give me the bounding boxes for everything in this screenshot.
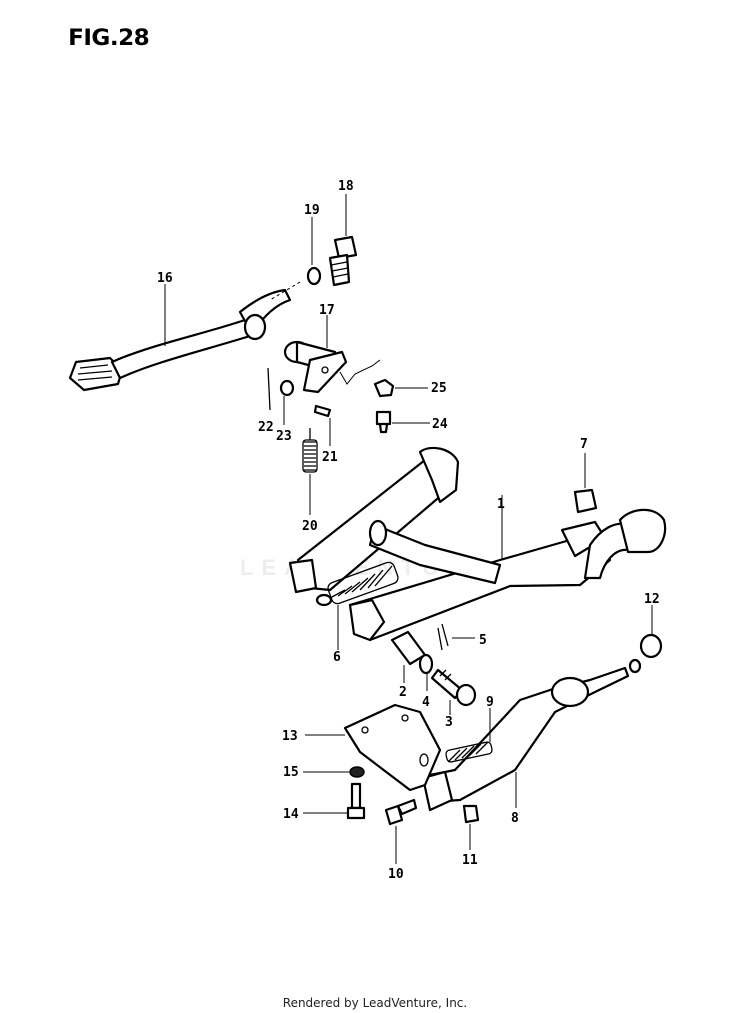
callout-5[interactable]: 5 xyxy=(479,633,487,648)
callout-10[interactable]: 10 xyxy=(388,867,404,882)
stopper-12[interactable] xyxy=(639,633,663,659)
callout-3[interactable]: 3 xyxy=(445,715,453,730)
callout-19[interactable]: 19 xyxy=(304,203,320,218)
bolt-18[interactable] xyxy=(328,235,358,287)
callout-18[interactable]: 18 xyxy=(338,179,354,194)
nut-11[interactable] xyxy=(462,804,480,824)
callout-21[interactable]: 21 xyxy=(322,450,338,465)
callout-2[interactable]: 2 xyxy=(399,685,407,700)
callout-9[interactable]: 9 xyxy=(486,695,494,710)
brake-pedal[interactable] xyxy=(68,288,292,392)
pin-21[interactable] xyxy=(313,404,332,418)
callout-14[interactable]: 14 xyxy=(283,807,299,822)
main-stand[interactable] xyxy=(288,446,667,642)
cotter-pin-22[interactable] xyxy=(267,367,271,411)
callout-15[interactable]: 15 xyxy=(283,765,299,780)
bracket-13[interactable] xyxy=(343,703,442,792)
callout-22[interactable]: 22 xyxy=(258,420,274,435)
figure-title: FIG.28 xyxy=(68,26,150,51)
callout-8[interactable]: 8 xyxy=(511,811,519,826)
callout-17[interactable]: 17 xyxy=(319,303,335,318)
washer-15[interactable] xyxy=(349,766,365,778)
callout-24[interactable]: 24 xyxy=(432,417,448,432)
callout-25[interactable]: 25 xyxy=(431,381,447,396)
stopper-7[interactable] xyxy=(573,488,598,514)
nut-25[interactable] xyxy=(373,378,395,398)
bolt-14[interactable] xyxy=(346,782,366,820)
callout-1[interactable]: 1 xyxy=(497,497,505,512)
washer-23[interactable] xyxy=(279,379,295,397)
callout-20[interactable]: 20 xyxy=(302,519,318,534)
callout-16[interactable]: 16 xyxy=(157,271,173,286)
pedal-arm[interactable] xyxy=(283,340,348,394)
clip-5[interactable] xyxy=(437,623,449,651)
washer-4[interactable] xyxy=(418,653,434,675)
callout-7[interactable]: 7 xyxy=(580,437,588,452)
callout-4[interactable]: 4 xyxy=(422,695,430,710)
callout-11[interactable]: 11 xyxy=(462,853,478,868)
washer-19[interactable] xyxy=(306,266,322,286)
bolt-10[interactable] xyxy=(384,798,418,826)
side-stand[interactable] xyxy=(421,658,642,812)
side-spring[interactable] xyxy=(445,741,493,763)
bolt-24[interactable] xyxy=(375,410,392,434)
callout-6[interactable]: 6 xyxy=(333,650,341,665)
callout-12[interactable]: 12 xyxy=(644,592,660,607)
callout-labels: 1 2 3 4 5 6 7 8 9 10 11 12 13 14 15 16 1… xyxy=(157,179,660,882)
footer-credit: Rendered by LeadVenture, Inc. xyxy=(282,996,468,1010)
callout-23[interactable]: 23 xyxy=(276,429,292,444)
pivot-bolt-3[interactable] xyxy=(430,668,477,707)
callout-13[interactable]: 13 xyxy=(282,729,298,744)
stand-spring[interactable] xyxy=(315,561,400,607)
spring-20[interactable] xyxy=(302,428,318,473)
